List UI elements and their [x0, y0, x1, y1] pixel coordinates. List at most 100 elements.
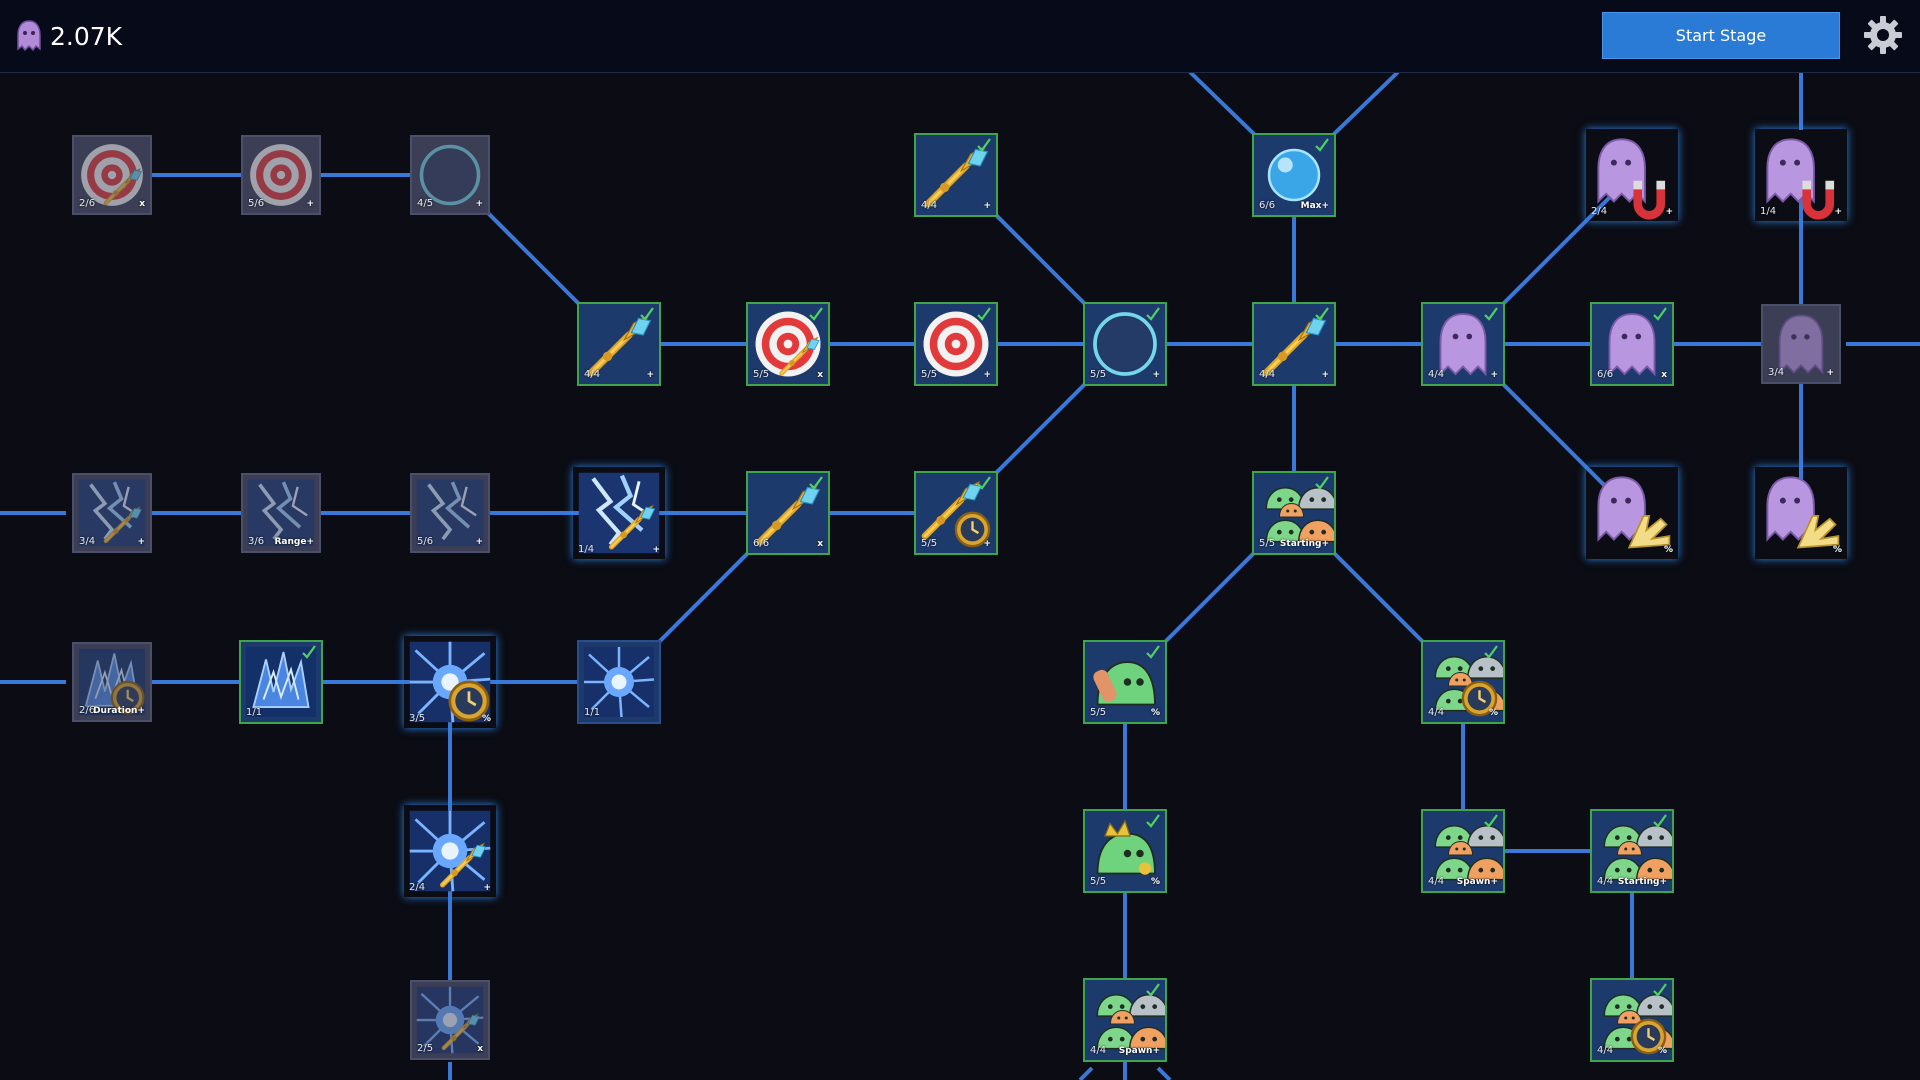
ghost-magnet-icon — [1766, 138, 1835, 220]
target-wand-icon — [755, 311, 821, 377]
node-level: 5/5 — [1090, 876, 1107, 887]
node-bonus-label: + — [1490, 370, 1498, 380]
node-level: 5/5 — [921, 538, 938, 549]
skill-node[interactable]: 3/5% — [404, 636, 496, 728]
node-bonus-label: % — [1832, 545, 1842, 555]
skill-node[interactable]: 5/5+ — [914, 302, 998, 386]
node-level: 4/4 — [1428, 369, 1445, 380]
node-level: 1/4 — [1760, 206, 1777, 217]
skill-node[interactable]: 3/4 + — [72, 473, 152, 553]
node-bonus-label: Max+ — [1300, 201, 1329, 211]
checkmark-icon — [1315, 476, 1329, 490]
node-bonus-label: + — [306, 199, 314, 209]
skill-node[interactable]: % — [1586, 467, 1678, 559]
checkmark-icon — [977, 307, 991, 321]
node-bonus-label: x — [817, 539, 823, 549]
skill-node[interactable]: 4/4% — [1590, 978, 1674, 1062]
checkmark-icon — [302, 645, 316, 659]
checkmark-icon — [1653, 814, 1667, 828]
skill-node[interactable]: 4/4% — [1421, 640, 1505, 724]
checkmark-icon — [977, 138, 991, 152]
node-bonus-label: x — [139, 199, 145, 209]
skill-node[interactable]: 5/6 + — [241, 135, 321, 215]
burst-wand-icon — [416, 986, 484, 1054]
ice-icon — [246, 647, 316, 717]
ghost-magnet-icon — [1597, 138, 1666, 220]
skill-node[interactable]: 5/6+ — [410, 473, 490, 553]
ghost-icon — [1608, 313, 1656, 377]
skill-node[interactable]: 1/1 — [239, 640, 323, 724]
node-bonus-label: + — [983, 201, 991, 211]
skill-node[interactable]: 5/5% — [1083, 809, 1167, 893]
lightning-icon — [416, 479, 484, 547]
skill-node[interactable]: 4/5+ — [410, 135, 490, 215]
node-bonus-label: % — [481, 714, 491, 724]
node-bonus-label: % — [1150, 708, 1160, 718]
wand-icon — [587, 314, 652, 377]
node-level: 3/4 — [79, 536, 96, 547]
checkmark-icon — [1653, 307, 1667, 321]
skill-node[interactable]: 4/4+ — [1252, 302, 1336, 386]
node-bonus-label: + — [475, 537, 483, 547]
node-bonus-label: Starting+ — [1617, 877, 1667, 887]
node-bonus-label: x — [1661, 370, 1667, 380]
skill-node[interactable]: 1/1 — [577, 640, 661, 724]
slimes-icon — [1434, 825, 1503, 881]
node-level: 2/6 — [79, 198, 96, 209]
node-bonus-label: Duration+ — [93, 706, 145, 716]
checkmark-icon — [1315, 138, 1329, 152]
gear-icon[interactable] — [1862, 14, 1904, 56]
node-level: 5/5 — [921, 369, 938, 380]
skill-node[interactable]: 3/4+ — [1761, 304, 1841, 384]
skill-node[interactable]: 1/4 + — [1755, 129, 1847, 221]
skill-node[interactable]: % — [1755, 467, 1847, 559]
connector-line — [1078, 1066, 1094, 1080]
node-level: 2/4 — [1591, 206, 1608, 217]
skill-node[interactable]: 5/5+ — [914, 471, 998, 555]
node-level: 1/1 — [584, 707, 601, 718]
currency-amount: 2.07K — [50, 21, 123, 51]
skill-node[interactable]: 4/4 + — [1421, 302, 1505, 386]
slimes-icon — [1265, 487, 1334, 543]
skill-node[interactable]: 5/5% — [1083, 640, 1167, 724]
node-bonus-label: + — [1826, 368, 1834, 378]
target-icon — [250, 144, 312, 206]
skill-node[interactable]: 2/4+ — [404, 805, 496, 897]
ice-clock-icon — [78, 648, 146, 716]
node-bonus-label: + — [1665, 207, 1673, 217]
checkmark-icon — [977, 476, 991, 490]
target-wand-icon — [81, 144, 143, 206]
connector-line — [1156, 1066, 1172, 1080]
node-bonus-label: Starting+ — [1279, 539, 1329, 549]
node-level: 5/6 — [248, 198, 265, 209]
node-level: 4/4 — [1597, 1045, 1614, 1056]
wand-icon — [756, 483, 821, 546]
node-bonus-label: x — [817, 370, 823, 380]
skill-node[interactable]: 1/4+ — [573, 467, 665, 559]
skill-node[interactable]: 4/4+ — [914, 133, 998, 217]
skill-node[interactable]: 4/4+ — [577, 302, 661, 386]
skill-node[interactable]: 5/5+ — [1083, 302, 1167, 386]
node-level: 1/1 — [246, 707, 263, 718]
checkmark-icon — [640, 307, 654, 321]
skill-node[interactable]: 2/6 x — [72, 135, 152, 215]
node-bonus-label: + — [137, 537, 145, 547]
node-bonus-label: Spawn+ — [1456, 877, 1498, 887]
skill-node[interactable]: 2/4 + — [1586, 129, 1678, 221]
start-stage-button[interactable]: Start Stage — [1602, 12, 1840, 59]
connector-line — [1332, 70, 1400, 136]
node-bonus-label: + — [1834, 207, 1842, 217]
ghost-icon — [1778, 314, 1824, 375]
wand-icon — [1262, 314, 1327, 377]
